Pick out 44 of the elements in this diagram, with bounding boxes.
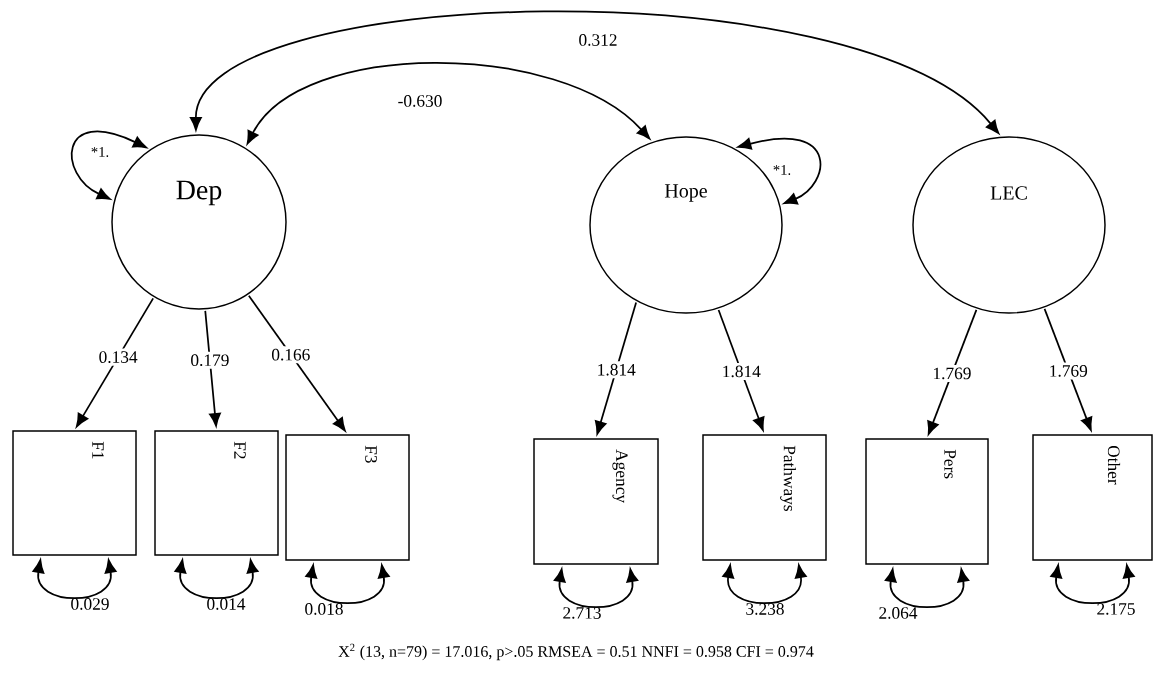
loading-arrow: [75, 297, 154, 428]
edge-label: -0.630: [398, 95, 442, 107]
loading-arrow: [717, 309, 765, 431]
caption: X$^{2}$ (13, n=79) = 17.016, p>.05 RMSEA = 0.51 NNFI = 0.958 CFI = 0.974: [338, 643, 814, 661]
variance-loop: [70, 130, 147, 200]
error-variance-loop: [1050, 564, 1135, 605]
error-variance-loop: [722, 564, 807, 605]
covariance-arrow: [246, 61, 651, 145]
edge-label: 0.166: [268, 346, 313, 364]
indicator-box: Pathways: [702, 434, 827, 561]
error-variance-loop: [32, 559, 117, 600]
error-variance-loop: [553, 568, 639, 609]
indicator-box: Agency: [533, 438, 659, 565]
indicator-box: Pers: [865, 438, 989, 565]
indicator-box: F3: [285, 434, 410, 561]
edge-label: 0.018: [305, 603, 343, 615]
edge-label: 0.134: [95, 348, 141, 366]
edge-label: 2.713: [563, 607, 601, 619]
edge-label: 2.064: [879, 607, 918, 619]
edge-label: 1.769: [929, 364, 975, 382]
indicator-box: F2: [154, 430, 279, 556]
edge-label: 3.238: [746, 603, 784, 615]
edge-label: 1.814: [594, 361, 639, 379]
loading-arrow: [247, 294, 346, 432]
edge-label: 1.769: [1046, 362, 1091, 380]
covariance-arrow: [189, 10, 1000, 134]
variance-loop: [737, 137, 822, 205]
edge-label: 1.814: [719, 362, 764, 381]
error-variance-loop: [174, 559, 259, 600]
error-variance-loop: [884, 568, 970, 609]
loading-arrow: [1043, 308, 1093, 431]
edge-label: *1.: [773, 165, 791, 175]
loading-arrow: [594, 301, 637, 435]
error-variance-loop: [305, 564, 390, 605]
edge-label: 0.029: [71, 598, 109, 610]
loading-arrow: [204, 309, 221, 427]
edge-label: 0.312: [579, 34, 617, 46]
edge-label: 0.179: [187, 351, 233, 369]
indicator-box: Other: [1032, 434, 1153, 561]
edge-label: 0.014: [207, 598, 246, 610]
loading-arrow: [927, 309, 978, 435]
edge-label: 2.175: [1097, 603, 1135, 615]
edge-label: *1.: [91, 147, 109, 157]
indicator-box: F1: [12, 430, 137, 556]
